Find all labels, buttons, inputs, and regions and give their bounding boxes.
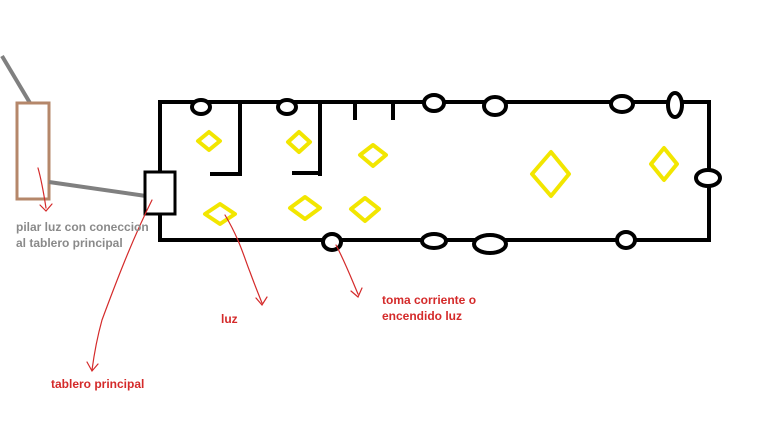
outlet-icon: [609, 94, 635, 114]
outlet-label-line-2: encendido luz: [382, 309, 463, 323]
annotation-arrows: [37, 167, 363, 373]
light-label: luz: [221, 312, 238, 326]
outlet-label: toma corriente o encendido luz: [382, 292, 476, 324]
light-icon: [649, 146, 679, 182]
outlets: [190, 91, 722, 255]
pillar-cable: [48, 180, 147, 198]
light-icon: [358, 143, 388, 168]
outlet-icon: [422, 93, 446, 113]
lights: [196, 130, 679, 226]
light-icon: [288, 195, 322, 221]
house-outline: [158, 100, 711, 242]
arrow-toma: [335, 244, 363, 298]
main-panel-label: tablero principal: [51, 377, 145, 391]
outlet-icon: [420, 232, 448, 250]
light-icon: [196, 130, 222, 152]
power-pillar: [15, 101, 51, 201]
arrow-luz: [224, 214, 268, 307]
outlet-label-line-1: toma corriente o: [382, 293, 477, 307]
outlet-icon: [190, 98, 212, 116]
outlet-icon: [276, 98, 298, 116]
pillar-pole: [0, 54, 32, 105]
light-icon: [286, 130, 312, 154]
interior-walls: [210, 100, 395, 176]
main-panel: [143, 170, 177, 216]
outlet-icon: [472, 233, 508, 255]
outlet-icon: [482, 95, 508, 117]
outlet-icon: [615, 230, 637, 250]
pillar-label-line-2: al tablero principal: [16, 236, 123, 250]
outlet-icon: [321, 232, 343, 252]
pillar-label: pilar luz con coneccion al tablero princ…: [16, 219, 149, 251]
light-icon: [349, 196, 381, 223]
outlet-icon: [666, 91, 684, 119]
arrow-pilar: [37, 167, 53, 212]
pillar-label-line-1: pilar luz con coneccion: [16, 220, 149, 234]
light-icon: [530, 150, 571, 198]
outlet-icon: [694, 168, 722, 188]
light-icon: [203, 202, 237, 226]
arrow-tablero: [86, 199, 153, 373]
